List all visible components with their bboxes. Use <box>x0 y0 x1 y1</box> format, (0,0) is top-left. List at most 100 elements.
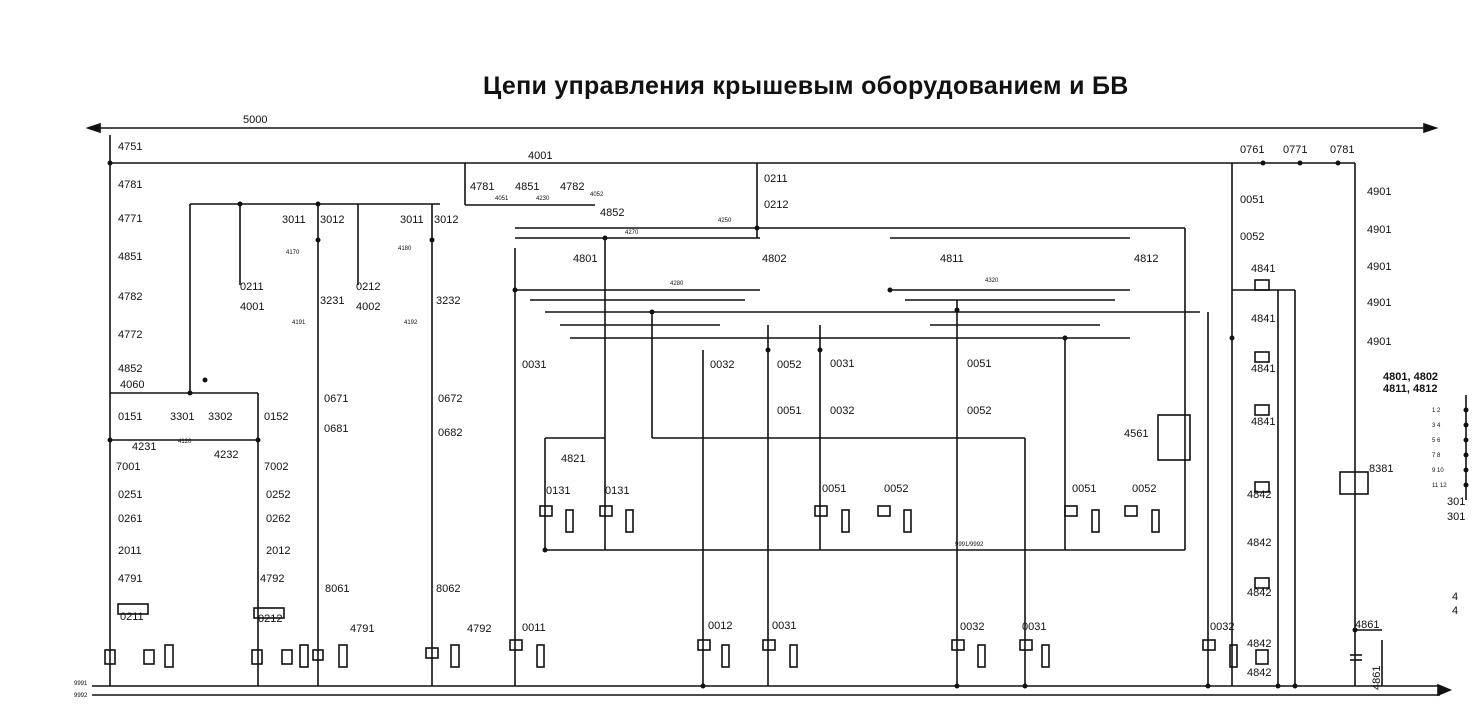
component-label: 4232 <box>214 449 238 461</box>
component-label: 0051 <box>1072 483 1096 495</box>
component-label: 0252 <box>266 489 290 501</box>
legend-line-1: 4801, 4802 <box>1383 371 1438 383</box>
component-label: 4851 <box>118 251 142 263</box>
component-label: 3012 <box>434 214 458 226</box>
component-label: 0051 <box>1240 194 1264 206</box>
table-row-1: 1 2 <box>1432 408 1441 414</box>
component-label: 4051 <box>495 196 509 202</box>
component-label: 0052 <box>884 483 908 495</box>
component-label: 4180 <box>398 246 412 252</box>
component-label: 0251 <box>118 489 142 501</box>
component-label: 4841 <box>1251 263 1275 275</box>
arrow-bus-icon <box>1437 683 1453 697</box>
component-label: 0771 <box>1283 144 1307 156</box>
component-label: 3011 <box>282 214 306 226</box>
component-label: 4771 <box>118 213 142 225</box>
component-label: 3012 <box>320 214 344 226</box>
table-row-3: 5 6 <box>1432 438 1441 444</box>
table-row-6: 11 12 <box>1432 483 1447 489</box>
edge-text-4b: 4 <box>1452 605 1458 617</box>
component-label: 0032 <box>1210 621 1234 633</box>
bus-9991-label: 9991 <box>74 681 88 687</box>
component-label: 0051 <box>822 483 846 495</box>
component-label: 4842 <box>1247 638 1271 650</box>
component-label: 0261 <box>118 513 142 525</box>
component-label: 4901 <box>1367 186 1391 198</box>
component-label: 3011 <box>400 214 424 226</box>
component-label: 0212 <box>258 613 282 625</box>
component-label: 4772 <box>118 329 142 341</box>
component-label: 4320 <box>985 278 999 284</box>
component-label: 3302 <box>208 411 232 423</box>
component-label: 4280 <box>670 281 684 287</box>
component-label: 7001 <box>116 461 140 473</box>
component-label: 4851 <box>515 181 539 193</box>
component-label: 0781 <box>1330 144 1354 156</box>
component-label: 0212 <box>356 281 380 293</box>
legend-line-2: 4811, 4812 <box>1383 383 1437 395</box>
component-label: 4270 <box>625 230 639 236</box>
component-label: 0052 <box>1132 483 1156 495</box>
component-label: 0052 <box>967 405 991 417</box>
component-label: 0031 <box>1022 621 1046 633</box>
component-label: 0012 <box>708 620 732 632</box>
edge-text-301a: 301 <box>1447 496 1465 508</box>
component-label: 0681 <box>324 423 348 435</box>
component-label: 4170 <box>286 250 300 256</box>
table-row-4: 7 8 <box>1432 453 1441 459</box>
arrow-left-icon <box>85 122 101 134</box>
component-label: 3231 <box>320 295 344 307</box>
component-label: 4791 <box>118 573 142 585</box>
table-row-2: 3 4 <box>1432 423 1441 429</box>
component-label: 0211 <box>764 173 788 185</box>
component-label: 4250 <box>718 218 732 224</box>
component-label: 4842 <box>1247 489 1271 501</box>
component-label: 4852 <box>118 363 142 375</box>
component-label: 0212 <box>764 199 788 211</box>
bus-mid-label: 9991/9992 <box>955 542 984 548</box>
component-label: 4842 <box>1247 537 1271 549</box>
component-label: 4120 <box>178 439 192 445</box>
component-label: 0152 <box>264 411 288 423</box>
component-label: 0052 <box>777 359 801 371</box>
component-label: 0052 <box>1240 231 1264 243</box>
component-label: 0682 <box>438 427 462 439</box>
component-label: 0031 <box>830 358 854 370</box>
component-label: 4561 <box>1124 428 1148 440</box>
component-label: 4792 <box>260 573 284 585</box>
component-label: 4861 <box>1355 619 1379 631</box>
component-label: 4901 <box>1367 224 1391 236</box>
component-label: 4841 <box>1251 416 1275 428</box>
component-label: 8381 <box>1369 463 1393 475</box>
bus-9992-label: 9992 <box>74 693 88 699</box>
component-label: 4782 <box>118 291 142 303</box>
component-label: 4781 <box>470 181 494 193</box>
component-label: 8061 <box>325 583 349 595</box>
wire-4001-label: 4001 <box>528 150 552 162</box>
component-label: 4842 <box>1247 587 1271 599</box>
component-label: 0211 <box>240 281 264 293</box>
component-label: 0051 <box>967 358 991 370</box>
component-label: 4861 <box>1371 666 1383 690</box>
component-label: 2011 <box>118 545 142 557</box>
component-label: 4052 <box>590 192 604 198</box>
wire-5000-label: 5000 <box>243 114 267 126</box>
component-label: 4801 <box>573 253 597 265</box>
edge-text-301b: 301 <box>1447 511 1465 523</box>
component-label: 0032 <box>710 359 734 371</box>
component-label: 0151 <box>118 411 142 423</box>
component-label: 0051 <box>777 405 801 417</box>
component-label: 3232 <box>436 295 460 307</box>
component-label: 0211 <box>120 611 144 623</box>
component-label: 0671 <box>324 393 348 405</box>
component-label: 4192 <box>404 320 418 326</box>
component-label: 0262 <box>266 513 290 525</box>
component-label: 0131 <box>546 485 570 497</box>
component-label: 4852 <box>600 207 624 219</box>
table-row-5: 9 10 <box>1432 468 1444 474</box>
component-label: 4782 <box>560 181 584 193</box>
component-label: 0032 <box>960 621 984 633</box>
component-label: 4841 <box>1251 363 1275 375</box>
